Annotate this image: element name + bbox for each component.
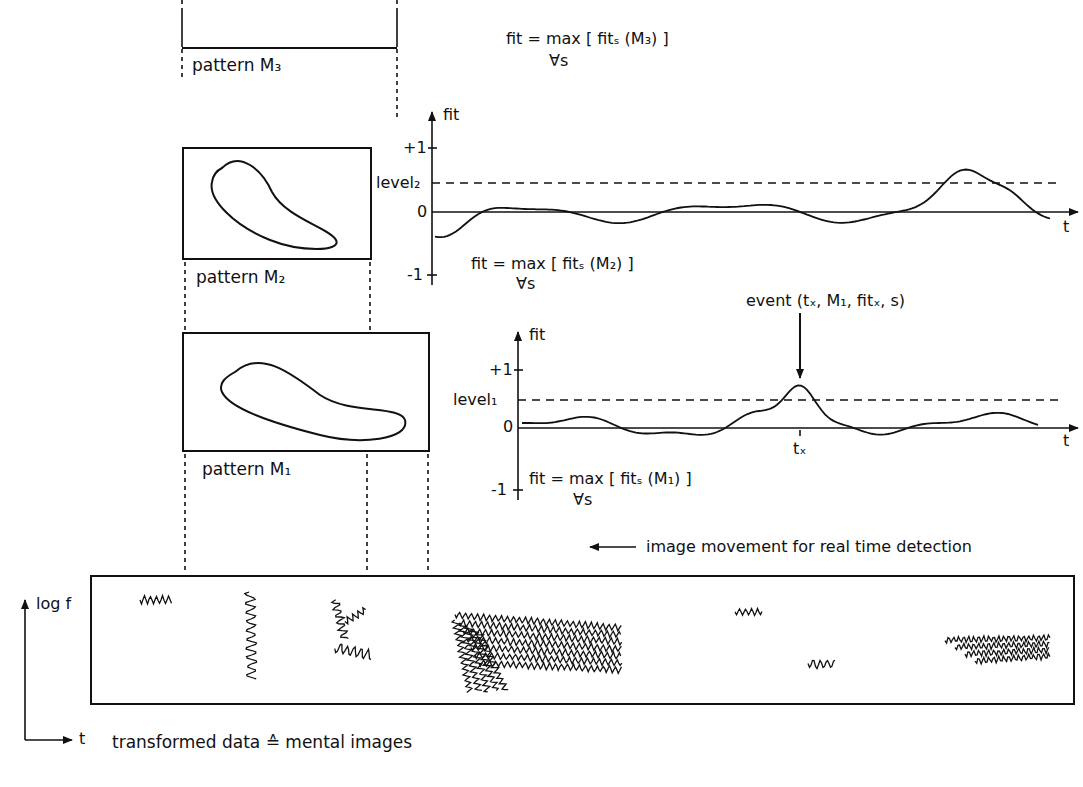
pattern-box: pattern M₂ xyxy=(182,147,372,260)
spectral-trace xyxy=(471,629,498,691)
spectral-trace xyxy=(140,596,172,605)
spectral-trace xyxy=(945,635,1050,643)
axis-label: fit xyxy=(442,106,460,124)
spectral-trace xyxy=(345,608,366,624)
spectral-trace xyxy=(965,647,1049,657)
tick-label: 0 xyxy=(502,418,514,436)
formula: fit = max [ fitₛ (M₃) ] xyxy=(505,30,670,48)
spectral-trace xyxy=(955,641,1049,650)
pattern-box: pattern M₁ xyxy=(182,332,430,452)
axis-label: log f xyxy=(35,595,72,613)
fit-curve xyxy=(522,386,1038,435)
tick-label: 0 xyxy=(416,203,428,221)
fit-curve xyxy=(435,170,1050,238)
level-label: level₁ xyxy=(452,391,498,409)
pattern-label: pattern M₃ xyxy=(192,55,281,75)
quantifier: ∀s xyxy=(572,491,593,509)
tick-label: -1 xyxy=(406,266,424,284)
axis-label: tₓ xyxy=(792,440,807,458)
tick-label: -1 xyxy=(490,481,508,499)
pattern-box: pattern M₃ xyxy=(182,47,397,77)
spectral-trace xyxy=(477,632,509,690)
axis-label: t xyxy=(1062,432,1070,450)
spectral-trace xyxy=(245,592,257,679)
tick-label: +1 xyxy=(402,139,428,157)
pattern-label: pattern M₂ xyxy=(196,267,285,287)
quantifier: ∀s xyxy=(515,275,536,293)
quantifier: ∀s xyxy=(548,52,569,70)
data-band: transformed data ≙ mental images xyxy=(90,575,1075,705)
spectral-trace xyxy=(479,660,622,673)
spectral-trace xyxy=(335,645,371,660)
spectral-trace xyxy=(332,600,349,639)
axis-label: t xyxy=(78,730,86,748)
spectral-trace xyxy=(808,660,835,668)
axis-label: fit xyxy=(528,326,546,344)
spectral-trace xyxy=(465,626,490,692)
formula: fit = max [ fitₛ (M₂) ] xyxy=(470,255,635,273)
pattern-label: pattern M₁ xyxy=(202,459,291,479)
level-label: level₂ xyxy=(375,174,421,192)
event-label: event (tₓ, M₁, fitₓ, s) xyxy=(745,292,906,310)
tick-label: +1 xyxy=(488,361,514,379)
axis-label: t xyxy=(1062,218,1070,236)
pattern-label: transformed data ≙ mental images xyxy=(112,732,412,752)
caption-note: image movement for real time detection xyxy=(645,538,973,556)
spectral-trace xyxy=(735,609,762,616)
spectral-trace xyxy=(975,653,1050,664)
formula: fit = max [ fitₛ (M₁) ] xyxy=(528,470,693,488)
